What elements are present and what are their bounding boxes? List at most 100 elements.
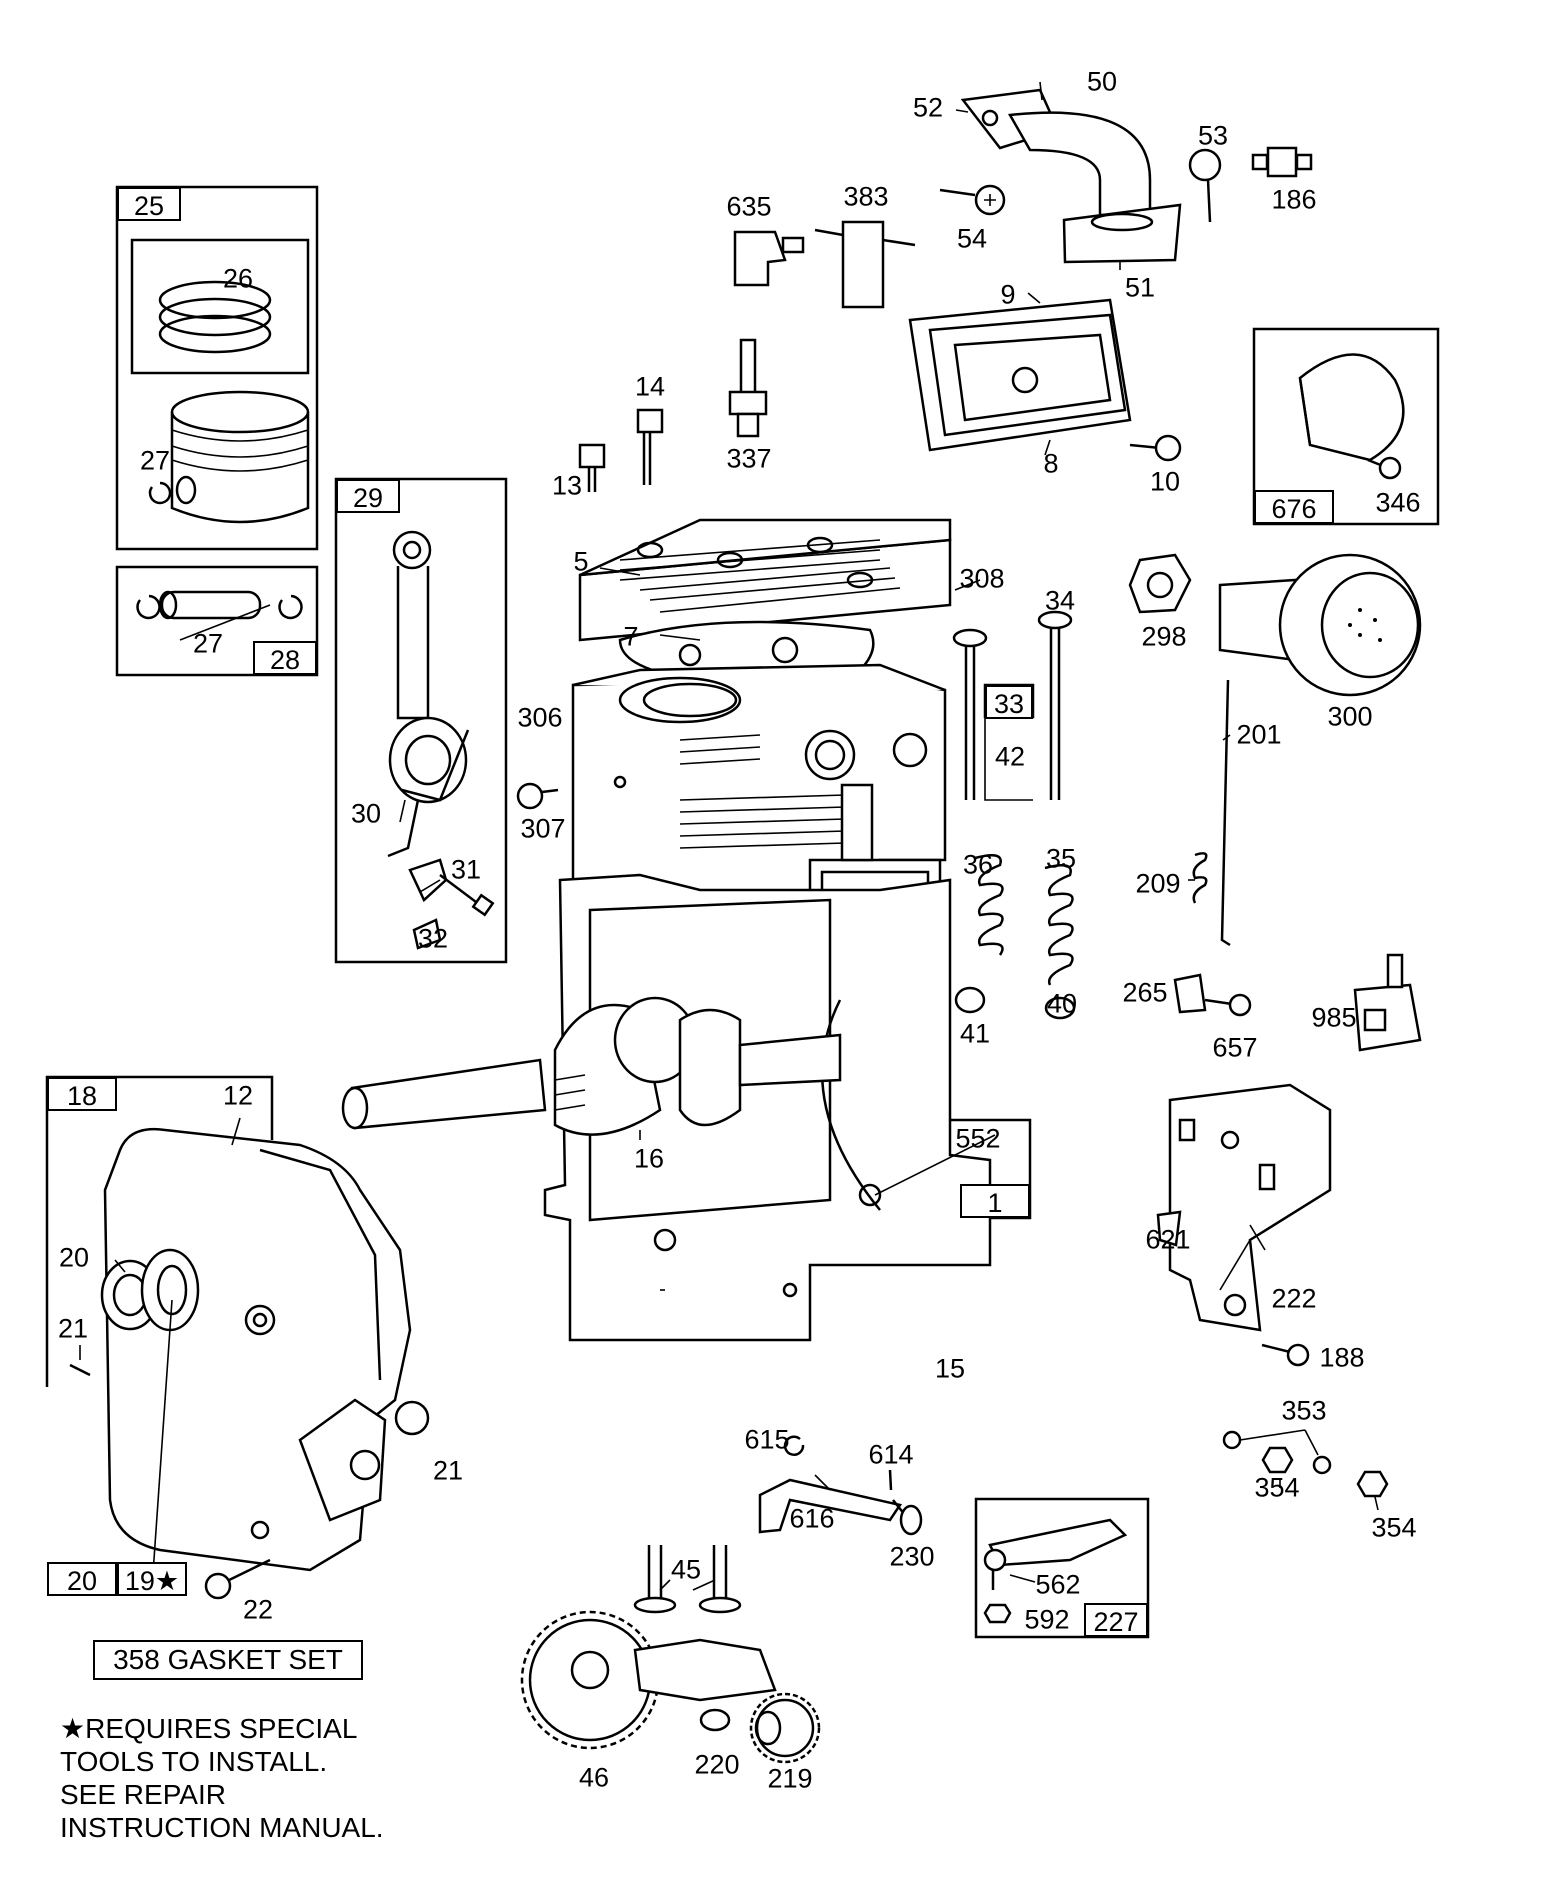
callout-230: 230 — [889, 1541, 935, 1572]
callout-10: 10 — [1149, 466, 1181, 497]
callout-657: 657 — [1212, 1032, 1258, 1063]
cylinder-head — [578, 518, 952, 642]
control-kit-box — [974, 1497, 1150, 1639]
callout-27b: 27 — [192, 628, 224, 659]
leader-lines — [79, 81, 1379, 1591]
kit-label-29: 29 — [336, 479, 400, 513]
callout-31: 31 — [450, 854, 482, 885]
piston-pin — [136, 590, 303, 620]
fitting-186 — [1251, 146, 1313, 178]
valve-spring-35 — [1044, 863, 1074, 986]
washer-220 — [699, 1708, 731, 1732]
callout-15: 15 — [934, 1353, 966, 1384]
spark-plug — [728, 338, 768, 438]
screw-346 — [1367, 456, 1402, 480]
control-bracket — [1168, 1083, 1332, 1332]
washer-353a — [1222, 1430, 1242, 1450]
nut-354a — [1261, 1446, 1294, 1474]
kit-label-18: 18 — [47, 1077, 117, 1111]
kit-label-20: 20 — [47, 1562, 117, 1596]
callout-20a: 20 — [58, 1242, 90, 1273]
spark-plug-wrench — [814, 220, 916, 309]
callout-219: 219 — [767, 1763, 813, 1794]
callout-21a: 21 — [57, 1313, 89, 1344]
callout-562: 562 — [1035, 1569, 1081, 1600]
callout-614: 614 — [868, 1439, 914, 1470]
crankshaft — [341, 996, 842, 1136]
washer-230 — [899, 1504, 923, 1536]
callout-36: 36 — [962, 849, 994, 880]
piston-rings — [158, 280, 272, 354]
screw-54 — [939, 184, 1006, 216]
crankcase-cover-box — [45, 1075, 274, 1387]
piston — [170, 390, 310, 524]
kit-label-28: 28 — [253, 641, 317, 675]
callout-26: 26 — [222, 263, 254, 294]
callout-12: 12 — [222, 1080, 254, 1111]
callout-615: 615 — [744, 1424, 790, 1455]
kit-label-25: 25 — [117, 187, 181, 221]
kit-label-33: 33 — [985, 685, 1033, 719]
callout-45: 45 — [670, 1554, 702, 1585]
kit-label-676: 676 — [1254, 490, 1334, 524]
callout-30: 30 — [350, 798, 382, 829]
air-guide-cover — [1298, 353, 1405, 462]
washer-353b — [1312, 1455, 1332, 1475]
callout-13: 13 — [551, 470, 583, 501]
callout-9: 9 — [1000, 279, 1016, 310]
governor-spring — [1192, 852, 1208, 904]
screw-657 — [1204, 993, 1252, 1017]
valve-spring-36 — [974, 853, 1004, 956]
callout-354b: 354 — [1371, 1512, 1417, 1543]
callout-337: 337 — [726, 443, 772, 474]
retainer-40 — [1044, 996, 1076, 1020]
retainer-clip — [148, 481, 172, 505]
crankcase-cover — [100, 1127, 430, 1572]
connecting-rod — [387, 530, 470, 858]
piston-kit-box — [115, 185, 319, 551]
callout-7: 7 — [623, 621, 639, 652]
exhaust-elbow — [960, 88, 1182, 264]
callout-52: 52 — [912, 92, 944, 123]
callout-21b: 21 — [432, 1455, 464, 1486]
gear-219 — [749, 1692, 821, 1764]
callout-222: 222 — [1271, 1283, 1317, 1314]
callout-34: 34 — [1044, 585, 1076, 616]
intake-valve — [952, 628, 988, 800]
callout-383: 383 — [843, 181, 889, 212]
callout-8: 8 — [1043, 448, 1059, 479]
gasket-set-label: 358 GASKET SET — [93, 1640, 363, 1680]
callout-14: 14 — [634, 371, 666, 402]
callout-32: 32 — [417, 923, 449, 954]
callout-552: 552 — [955, 1123, 1001, 1154]
governor-lever — [983, 1518, 1128, 1624]
callout-616: 616 — [789, 1503, 835, 1534]
solenoid — [1353, 953, 1422, 1052]
callout-201: 201 — [1236, 719, 1282, 750]
bolt-14 — [636, 408, 664, 485]
cover-kit-box — [1252, 327, 1440, 526]
callout-54: 54 — [956, 223, 988, 254]
nut-354b — [1356, 1470, 1389, 1498]
kit-label-1: 1 — [960, 1184, 1030, 1218]
callout-42: 42 — [994, 741, 1026, 772]
oil-seal-21 — [69, 1363, 91, 1377]
key-614 — [888, 1469, 893, 1491]
kit-label-227: 227 — [1084, 1603, 1148, 1637]
clip-621 — [1156, 1210, 1182, 1247]
note-line: INSTRUCTION MANUAL. — [60, 1812, 384, 1843]
connecting-rod-kit-box — [334, 477, 508, 964]
callout-188: 188 — [1319, 1342, 1365, 1373]
callout-308: 308 — [959, 563, 1005, 594]
callout-46: 46 — [578, 1762, 610, 1793]
callout-300: 300 — [1327, 701, 1373, 732]
callout-53: 53 — [1197, 120, 1229, 151]
callout-307: 307 — [520, 813, 566, 844]
callout-16: 16 — [633, 1143, 665, 1174]
callout-635: 635 — [726, 191, 772, 222]
callout-220: 220 — [694, 1749, 740, 1780]
callout-209: 209 — [1135, 868, 1181, 899]
screw-10 — [1129, 434, 1182, 462]
rod-bolt — [439, 874, 495, 917]
callout-592: 592 — [1024, 1604, 1070, 1635]
